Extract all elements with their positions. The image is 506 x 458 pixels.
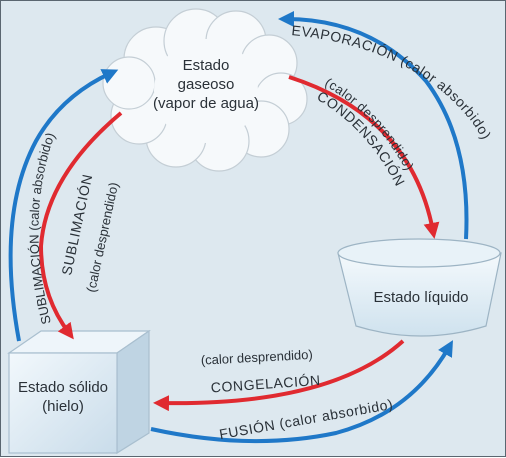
fusion-label: FUSIÓN (calor absorbido) [218,396,394,442]
liquid-state-text: Estado líquido [373,289,469,306]
solid-state-label: Estado sólido (hielo) [11,378,115,416]
cloud-shape [102,8,308,172]
fusion-arrow [150,340,453,444]
liquid-state-label: Estado líquido [351,288,491,307]
sublimacion-up-arrow [8,69,119,342]
water-bowl-shape [337,238,502,337]
sublimacion-down-arrow [38,111,123,340]
congelacion-label: CONGELACIÓN [210,372,321,396]
gas-state-line2: gaseoso [177,76,235,93]
evaporacion-arrow [278,11,469,240]
gas-state-line3: (vapor de agua) [153,95,259,112]
gas-state-label: Estado gaseoso (vapor de agua) [131,56,281,113]
congelacion-note: (calor desprendido) [200,347,313,368]
condensacion-note: (calor desprendido) [323,75,417,173]
solid-state-line1: Estado sólido [17,379,109,396]
congelacion-arrow [153,339,405,412]
gas-state-line1: Estado [182,57,230,74]
condensacion-arrow [288,75,440,239]
solid-state-line2: (hielo) [42,398,84,415]
evaporacion-label: EVAPORACIÓN (calor absorbido) [291,22,495,142]
ice-cube-shape [7,329,151,455]
